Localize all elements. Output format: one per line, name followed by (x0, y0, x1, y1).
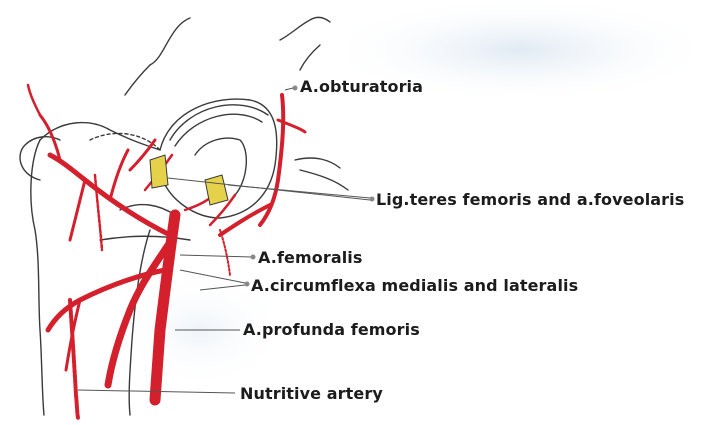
label-femoralis: A.femoralis (258, 248, 363, 267)
label-circumflexa: A.circumflexa medialis and lateralis (251, 276, 578, 295)
label-profunda: A.profunda femoris (243, 320, 420, 339)
leader-femoralis (180, 255, 252, 257)
label-teres: Lig.teres femoris and a.foveolaris (376, 190, 684, 209)
leader-obturatoria (285, 88, 293, 90)
label-obturatoria: A.obturatoria (300, 77, 423, 96)
label-nutritive: Nutritive artery (240, 384, 383, 403)
